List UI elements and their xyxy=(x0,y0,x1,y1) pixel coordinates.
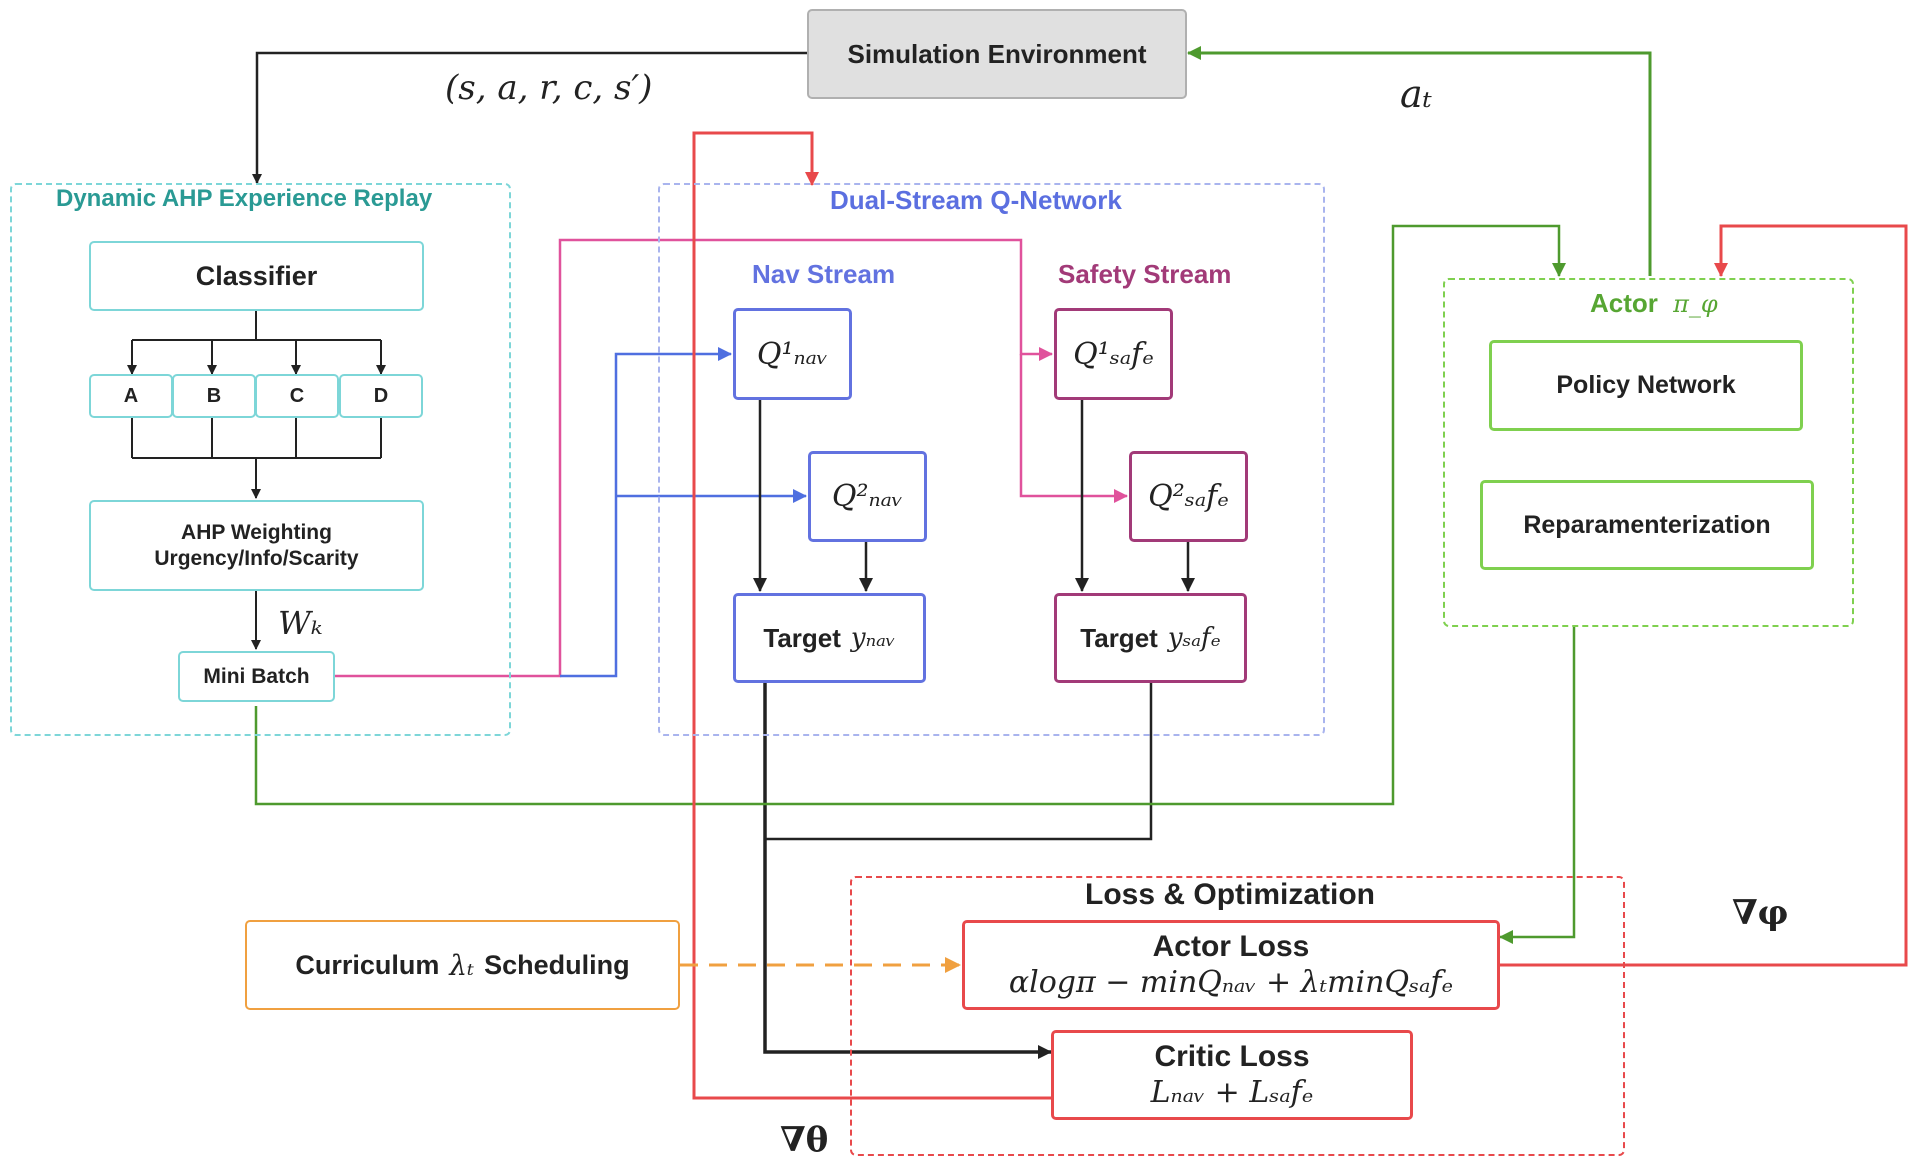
replay-group xyxy=(10,183,511,736)
class-d-box: D xyxy=(339,374,423,418)
action-label: aₜ xyxy=(1400,72,1433,116)
class-b-label: B xyxy=(206,384,222,407)
minibatch-to-q2safe-arrow xyxy=(1019,354,1128,503)
grad-phi-label: ∇φ xyxy=(1732,893,1789,933)
safety-stream-title: Safety Stream xyxy=(1058,259,1232,289)
curriculum-word2: Scheduling xyxy=(484,949,630,980)
actor-loss-box: Actor Loss αlogπ − minQₙₐᵥ + λₜminQₛₐfₑ xyxy=(962,920,1500,1010)
class-c-label: C xyxy=(289,384,305,407)
transition-arrow xyxy=(252,51,807,184)
class-a-box: A xyxy=(89,374,173,418)
critic-loss-title: Critic Loss xyxy=(1154,1040,1310,1073)
replay-title: Dynamic AHP Experience Replay xyxy=(56,185,433,212)
actor-title-word: Actor xyxy=(1590,288,1658,318)
targets-to-critic-arrow xyxy=(763,683,1052,1059)
actor-pi-label: π_φ xyxy=(1673,290,1718,318)
ahp-weighting-line2: Urgency/Info/Scarity xyxy=(154,546,359,570)
curriculum-word1: Curriculum xyxy=(295,949,440,980)
curriculum-lambda: λₜ xyxy=(449,948,475,982)
y-safe-label: yₛₐfₑ xyxy=(1167,623,1221,653)
transition-label: (s, a, r, c, s′) xyxy=(445,68,653,108)
actor-loss-formula: αlogπ − minQₙₐᵥ + λₜminQₛₐfₑ xyxy=(1008,965,1454,1000)
classifier-fanout xyxy=(127,310,386,650)
q1-nav-box: Q¹ₙₐᵥ xyxy=(733,308,852,400)
classifier-label: Classifier xyxy=(195,260,318,291)
q-target-arrows xyxy=(753,400,1195,592)
curriculum-box: Curriculum λₜ Scheduling xyxy=(245,920,680,1010)
target-safe-box: Target yₛₐfₑ xyxy=(1054,593,1247,683)
qnetwork-title: Dual-Stream Q-Network xyxy=(830,185,1122,215)
q2-safe-box: Q²ₛₐfₑ xyxy=(1129,451,1248,542)
critic-loss-formula: Lₙₐᵥ + Lₛₐfₑ xyxy=(1150,1075,1314,1110)
q1-safe-box: Q¹ₛₐfₑ xyxy=(1054,308,1173,400)
target-safe-word: Target xyxy=(1080,622,1158,653)
action-arrow xyxy=(1187,46,1652,276)
simulation-environment: Simulation Environment xyxy=(807,9,1187,99)
actor-to-loss-arrow xyxy=(1499,627,1576,944)
minibatch-to-safety-arrow xyxy=(335,238,1053,678)
minibatch-to-actor-arrow xyxy=(254,224,1566,806)
simulation-environment-label: Simulation Environment xyxy=(847,38,1147,69)
minibatch-to-nav-arrow xyxy=(560,347,732,678)
target-nav-box: Target yₙₐᵥ xyxy=(733,593,926,683)
q2-nav-label: Q²ₙₐᵥ xyxy=(831,479,904,514)
class-a-label: A xyxy=(123,384,139,407)
actor-loss-title: Actor Loss xyxy=(1152,930,1310,963)
q1-safe-label: Q¹ₛₐfₑ xyxy=(1073,336,1154,372)
critic-loss-box: Critic Loss Lₙₐᵥ + Lₛₐfₑ xyxy=(1051,1030,1413,1120)
grad-theta-label: ∇θ xyxy=(780,1120,829,1160)
qnetwork-group xyxy=(658,183,1325,736)
loss-title: Loss & Optimization xyxy=(1085,878,1376,911)
ahp-weighting-box: AHP Weighting Urgency/Info/Scarity xyxy=(89,500,424,591)
class-d-label: D xyxy=(373,384,389,407)
policy-network-label: Policy Network xyxy=(1556,371,1736,399)
policy-network-box: Policy Network xyxy=(1489,340,1803,431)
weight-label: Wₖ xyxy=(278,604,323,642)
actor-title: Actor π_φ xyxy=(1590,288,1718,319)
grad-phi-arrow xyxy=(1500,224,1908,967)
actor-group xyxy=(1443,278,1854,627)
ahp-weighting-line1: AHP Weighting xyxy=(181,521,332,545)
target-nav-word: Target xyxy=(763,622,841,653)
q1-nav-label: Q¹ₙₐᵥ xyxy=(756,336,829,372)
reparameterization-box: Reparamenterization xyxy=(1480,480,1814,570)
minibatch-box: Mini Batch xyxy=(178,651,335,702)
y-nav-label: yₙₐᵥ xyxy=(850,623,896,653)
reparameterization-label: Reparamenterization xyxy=(1523,510,1771,539)
grad-theta-arrow xyxy=(692,131,1051,1100)
class-b-box: B xyxy=(172,374,256,418)
q2-nav-box: Q²ₙₐᵥ xyxy=(808,451,927,542)
nav-stream-title: Nav Stream xyxy=(752,259,896,289)
loss-group xyxy=(850,876,1625,1156)
class-c-box: C xyxy=(255,374,339,418)
minibatch-label: Mini Batch xyxy=(203,664,310,688)
q2-safe-label: Q²ₛₐfₑ xyxy=(1148,479,1229,514)
classifier-box: Classifier xyxy=(89,241,424,311)
